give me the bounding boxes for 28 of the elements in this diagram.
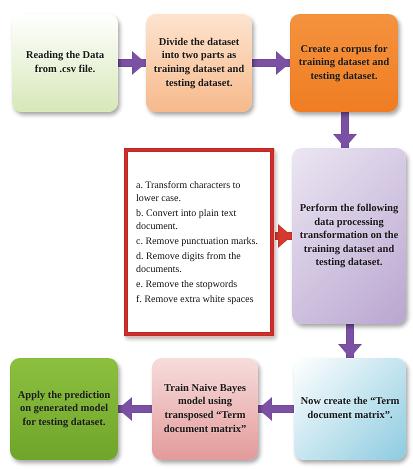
list-item: d. Remove digits from the documents. [136, 250, 242, 276]
process-box [12, 14, 118, 112]
block-arrow [252, 51, 290, 75]
block-arrow [274, 224, 292, 248]
list-item: e. Remove the stopwords [136, 278, 238, 290]
process-box [294, 358, 406, 460]
list-item: a. Transform characters to lower case. [136, 178, 242, 204]
box-text: Reading the Data from .csv file. [24, 49, 106, 77]
block-arrow [118, 397, 152, 421]
box-text: Now create the “Term document matrix”. [300, 395, 400, 423]
process-box [292, 148, 406, 324]
box-text: Divide the dataset into two parts as training dataset and testing dataset. [152, 36, 246, 90]
process-box [290, 14, 398, 112]
process-box [10, 358, 118, 460]
box-text: Create a corpus for training dataset and testing dataset. [298, 42, 390, 84]
block-arrow [333, 112, 357, 148]
process-box [146, 14, 252, 112]
list-item: b. Convert into plain text document. [136, 206, 238, 232]
block-arrow [338, 324, 362, 358]
list-item: c. Remove punctuation marks. [136, 234, 258, 248]
box-text: Perform the following data processing transformation on the training dataset and testing dataset. [298, 202, 400, 270]
box-text: Apply the prediction on generated model for testing dataset. [16, 388, 112, 430]
steps-list-box [124, 148, 274, 336]
box-text: Train Naive Bayes model using transposed “Term document matrix” [162, 382, 248, 436]
block-arrow [258, 397, 294, 421]
block-arrow [118, 51, 146, 75]
process-box [152, 358, 258, 460]
list-item: f. Remove extra white spaces [136, 292, 254, 306]
